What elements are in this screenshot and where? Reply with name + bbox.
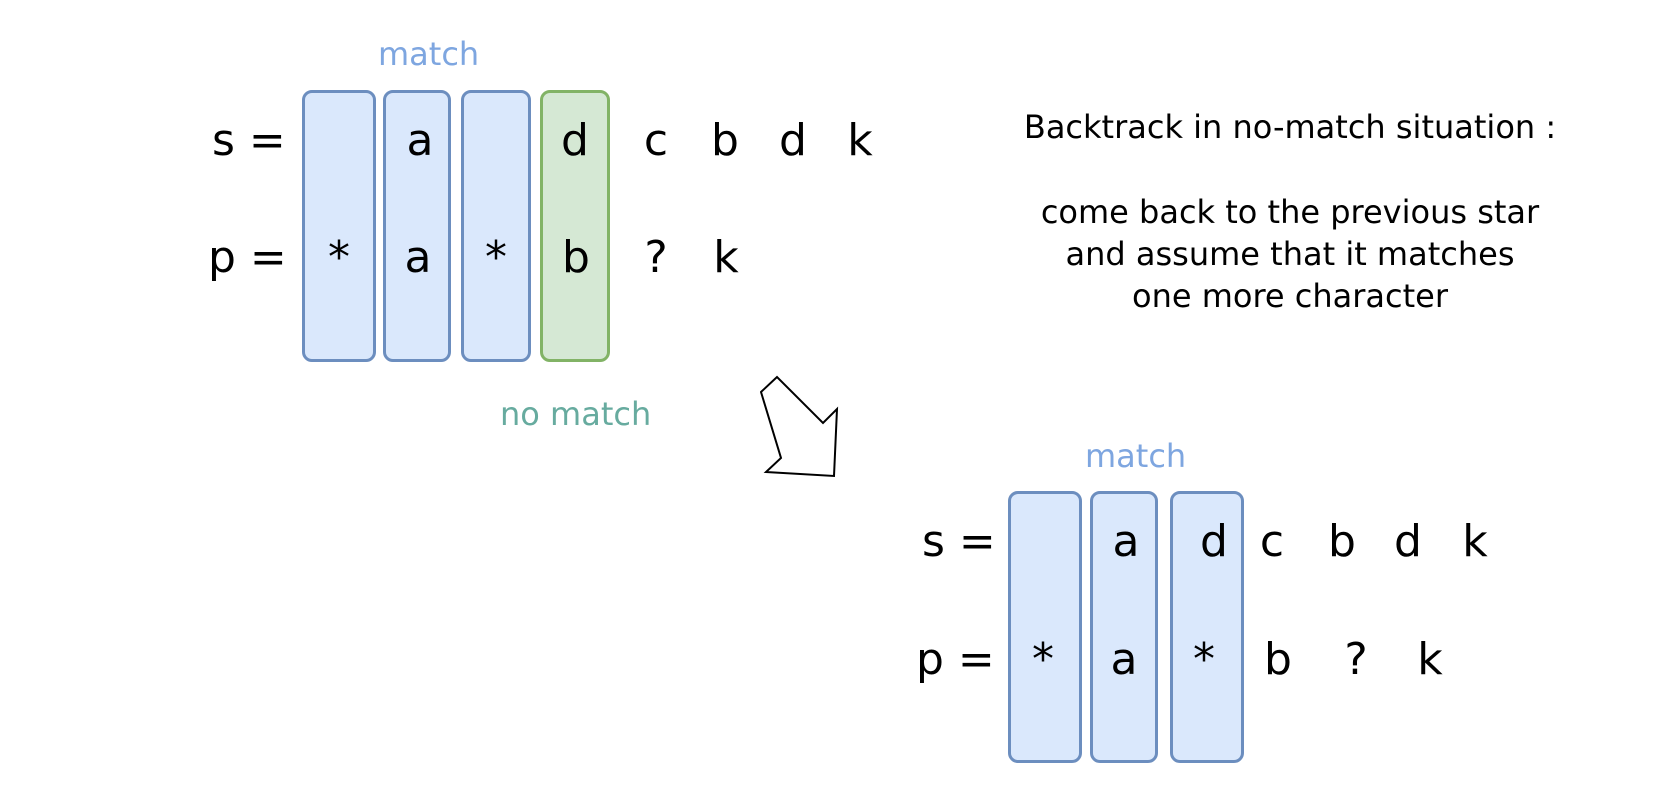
top-p-char: a [404, 232, 432, 283]
top-match-label: match [378, 35, 480, 73]
top-p-char: ? [644, 232, 668, 283]
note-line: and assume that it matches [1065, 235, 1515, 273]
bottom-match-box-3 [1170, 491, 1244, 763]
top-no-match-box [540, 90, 610, 362]
bottom-s-char: a [1112, 516, 1140, 567]
bottom-p-char: b [1264, 634, 1292, 685]
bottom-s-char: k [1462, 516, 1488, 567]
note-line: one more character [1131, 277, 1448, 315]
bottom-p-char: a [1110, 634, 1138, 685]
top-p-char: k [713, 232, 739, 283]
top-p-char: * [485, 232, 507, 283]
bottom-s-label: s = [922, 516, 996, 567]
top-match-box-2 [383, 90, 451, 362]
note-line: come back to the previous star [1040, 193, 1540, 231]
top-s-char [309, 111, 369, 171]
bottom-match-box-2 [1090, 491, 1158, 763]
bottom-match-label: match [1085, 437, 1187, 475]
top-s-char: c [643, 115, 669, 166]
bottom-s-char: b [1328, 516, 1356, 567]
top-s-char [466, 111, 526, 171]
top-s-label: s = [212, 115, 286, 166]
bottom-p-label: p = [916, 634, 995, 685]
hollow-arrow-down-right-icon [760, 375, 839, 478]
bottom-match-box-1 [1008, 491, 1082, 763]
bottom-p-char: * [1193, 634, 1215, 685]
top-p-char: * [328, 232, 350, 283]
top-s-char: d [561, 115, 589, 166]
bottom-s-char: d [1200, 516, 1228, 567]
top-p-label: p = [208, 232, 287, 283]
bottom-p-char: ? [1344, 634, 1368, 685]
top-no-match-label: no match [500, 395, 652, 433]
top-s-char: a [406, 115, 434, 166]
bottom-s-char: c [1259, 516, 1285, 567]
top-p-char: b [562, 232, 590, 283]
bottom-s-char: d [1394, 516, 1422, 567]
top-s-char: b [711, 115, 739, 166]
bottom-p-char: k [1417, 634, 1443, 685]
top-s-char: d [779, 115, 807, 166]
bottom-s-char [1015, 512, 1075, 572]
note-heading: Backtrack in no-match situation : [1023, 108, 1557, 146]
top-s-char: k [847, 115, 873, 166]
top-match-box-1 [302, 90, 376, 362]
bottom-p-char: * [1032, 634, 1054, 685]
top-match-box-3 [461, 90, 531, 362]
